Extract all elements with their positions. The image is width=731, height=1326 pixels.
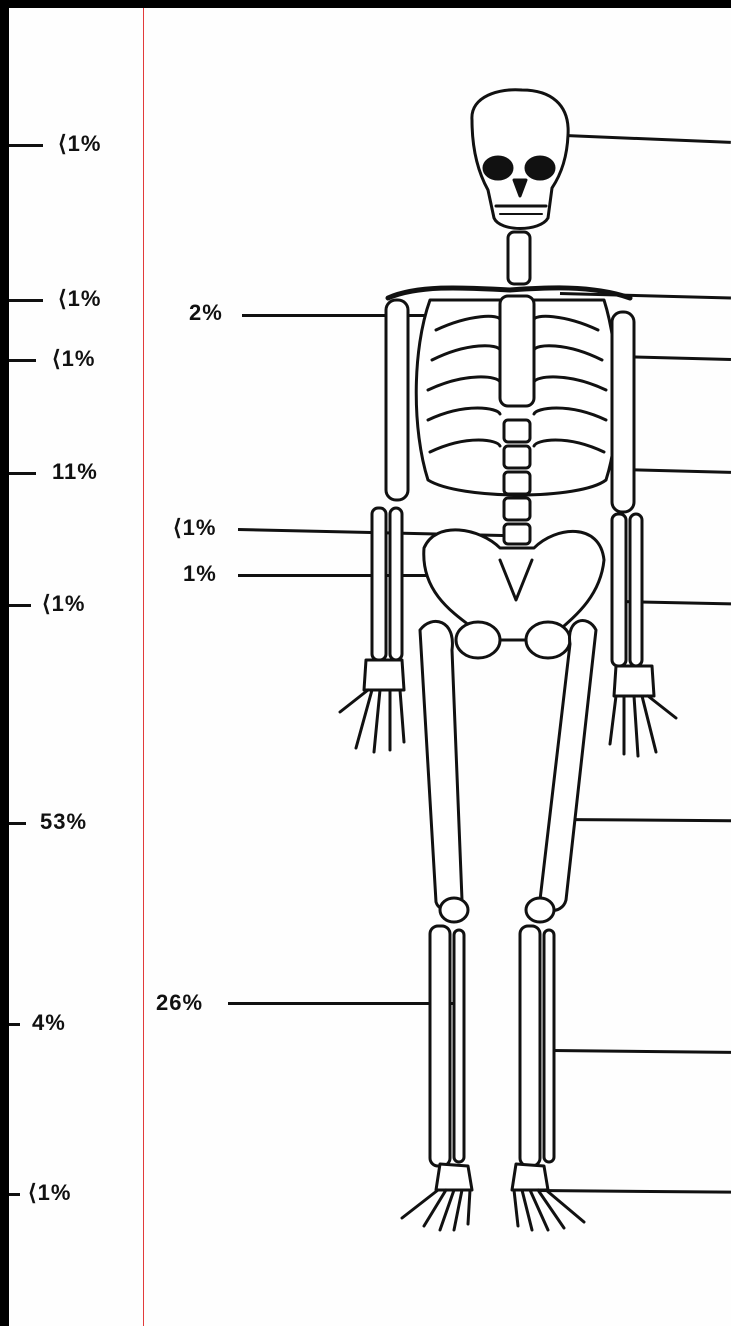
left-ulna	[630, 514, 642, 666]
right-foot-icon	[402, 1164, 472, 1230]
right-humerus	[386, 300, 408, 500]
left-humerus	[612, 312, 634, 512]
left-fibula	[544, 930, 554, 1162]
right-ulna	[390, 508, 402, 660]
right-patella	[440, 898, 468, 922]
sternum	[500, 296, 534, 406]
right-femur	[420, 621, 462, 911]
right-hand-icon	[340, 660, 404, 752]
left-patella	[526, 898, 554, 922]
right-fibula	[454, 930, 464, 1162]
left-tibia	[520, 926, 540, 1166]
left-femur	[540, 621, 596, 911]
right-tibia	[430, 926, 450, 1166]
skull-icon	[472, 90, 568, 229]
lumbar-spine	[504, 420, 530, 544]
left-radius	[612, 514, 626, 666]
neck-vertebrae	[508, 232, 530, 284]
left-foot-icon	[512, 1164, 584, 1230]
right-radius	[372, 508, 386, 660]
left-hand-icon	[610, 666, 676, 756]
